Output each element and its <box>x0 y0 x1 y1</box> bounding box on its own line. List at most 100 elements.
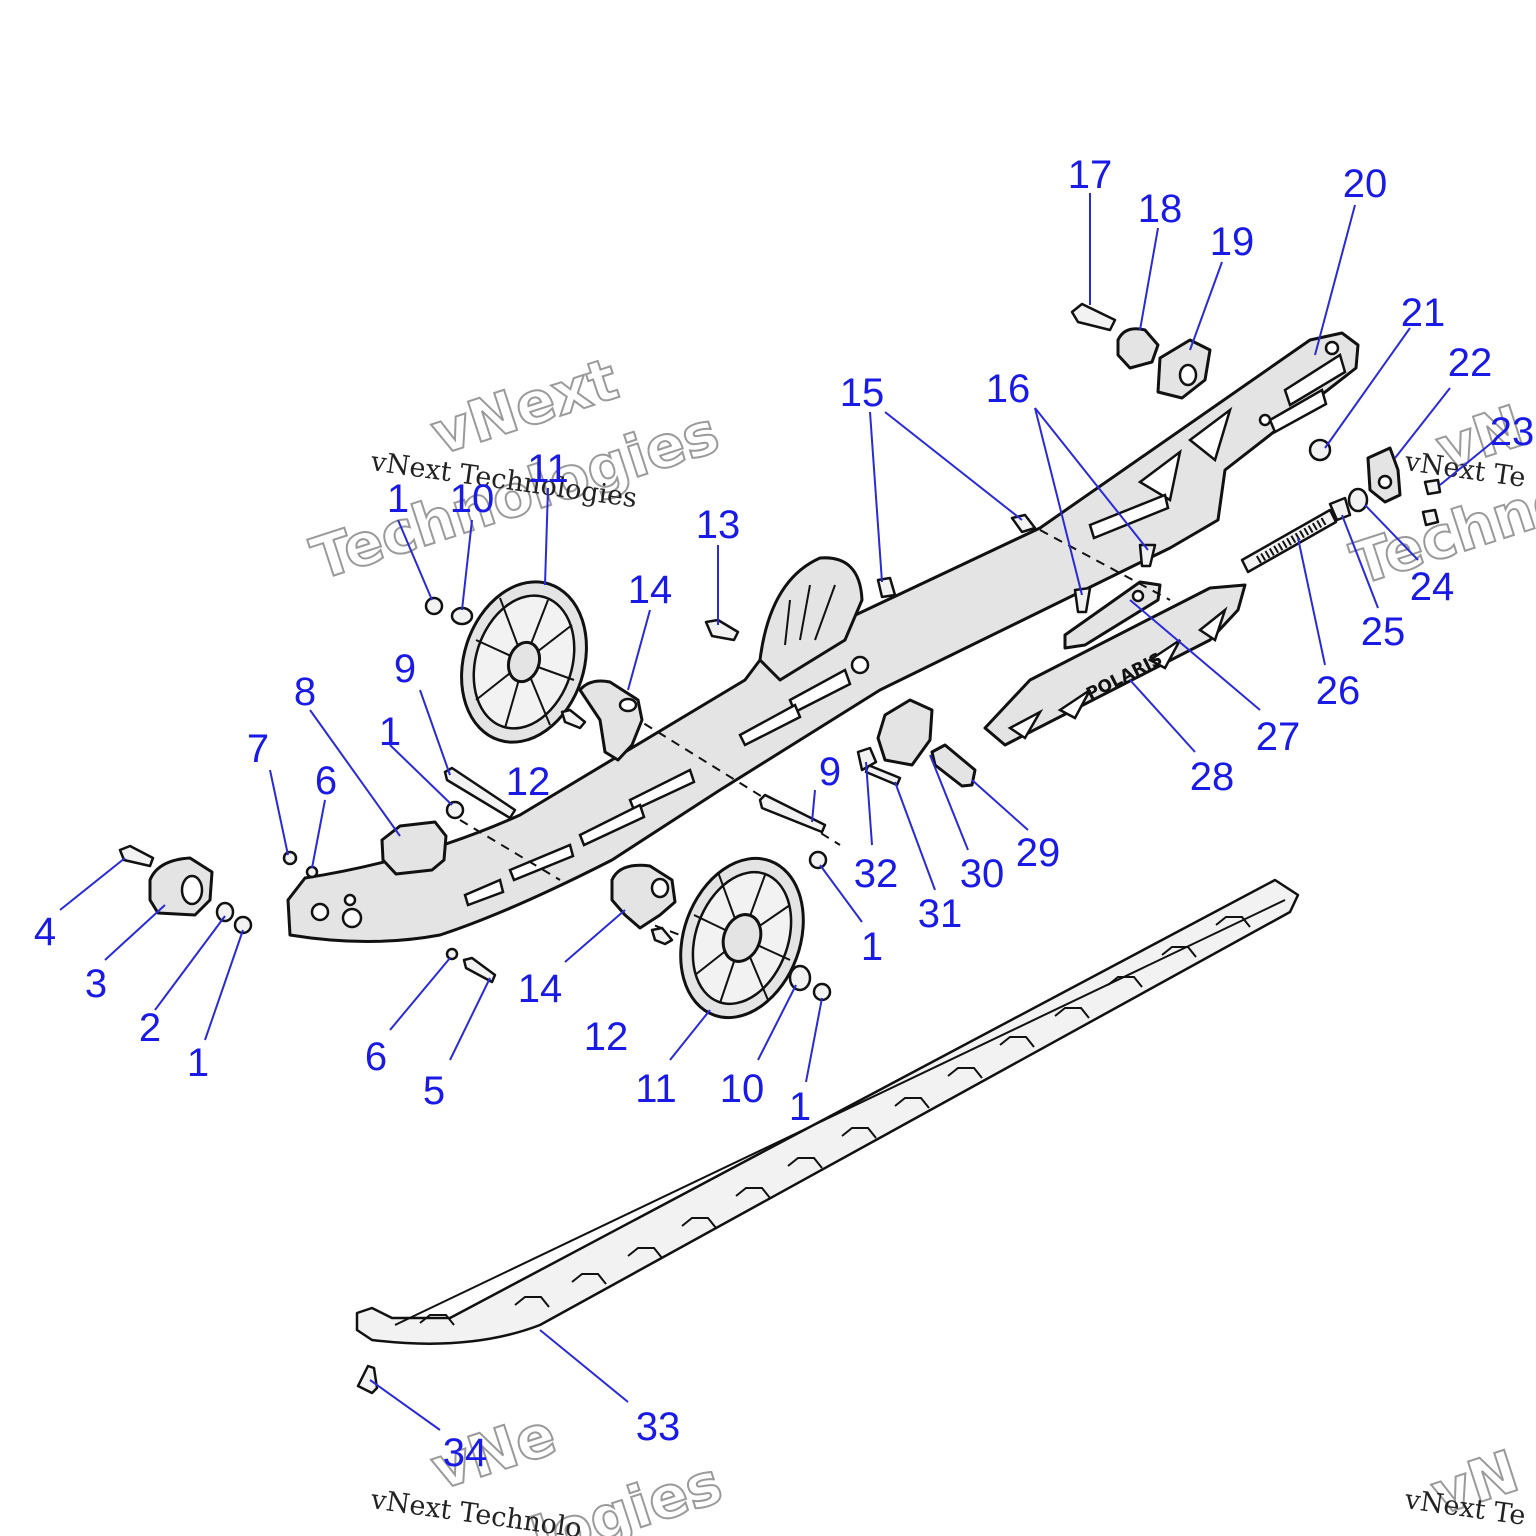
callout-10-lower: 10 <box>720 1067 765 1111</box>
callout-12-lower: 12 <box>584 1015 629 1059</box>
part-20-slot-b <box>1268 388 1328 434</box>
part-31-shaft <box>864 763 902 787</box>
leader-20 <box>1314 204 1356 356</box>
part-20-slot-h <box>628 768 696 812</box>
part-28-cut-c <box>1147 638 1182 670</box>
callout-27: 27 <box>1256 715 1301 759</box>
part-2-washer <box>215 901 235 923</box>
callout-1-d: 1 <box>789 1085 811 1129</box>
leader-34 <box>369 1379 441 1431</box>
part-18-spacer <box>1116 327 1160 370</box>
callout-1-c: 1 <box>861 925 883 969</box>
callout-33: 33 <box>636 1405 681 1449</box>
part-20-slot-k <box>463 878 505 907</box>
leader-21 <box>1324 327 1411 449</box>
leader-10b <box>757 984 797 1061</box>
part-16-pin-a <box>1073 586 1092 614</box>
leader-23 <box>1439 439 1496 486</box>
part-25-washer <box>1328 496 1352 522</box>
leader-15b <box>884 411 1023 521</box>
callout-6-a: 6 <box>315 759 337 803</box>
fasteners <box>118 302 1442 1002</box>
part-32-clip <box>856 746 878 772</box>
part-24-spacer <box>1347 487 1369 513</box>
part-19-bore <box>1178 363 1198 387</box>
part-26-thread <box>1255 516 1329 564</box>
leader-14b <box>564 909 626 963</box>
callout-1-e: 1 <box>187 1041 209 1085</box>
part-1-nut-a <box>424 596 444 616</box>
part-6-washer-a <box>305 865 319 879</box>
callout-7: 7 <box>247 727 269 771</box>
callout-24: 24 <box>1410 565 1455 609</box>
leader-16b <box>1034 407 1149 551</box>
part-12-bolt-b <box>650 926 674 946</box>
part-23-bolt-b <box>1421 508 1440 527</box>
part-33-ski-runner <box>355 878 1300 1345</box>
leader-9b <box>811 789 816 823</box>
part-20-slot-a <box>1283 353 1347 407</box>
part-22-hole <box>1377 474 1393 490</box>
part-20-slot-e <box>1088 493 1170 540</box>
leader-2 <box>154 915 226 1011</box>
callout-2: 2 <box>139 1006 161 1050</box>
leader-25 <box>1341 514 1379 609</box>
leader-6a <box>311 799 326 869</box>
callout-1-a: 1 <box>387 477 409 521</box>
part-11-upper-wheel <box>460 580 588 744</box>
leader-8 <box>309 709 401 837</box>
part-33-teeth <box>419 916 1251 1326</box>
part-1-nut-b <box>445 800 465 820</box>
part-20-slot-j <box>508 843 575 882</box>
leader-11a <box>544 487 549 586</box>
part-20-slot-g <box>738 703 802 747</box>
part-6-washer-b <box>445 947 459 961</box>
part-14-lower-bore <box>650 877 670 899</box>
leader-1d <box>805 997 823 1083</box>
callout-25: 25 <box>1361 610 1406 654</box>
part-33-ridge-line <box>394 899 1286 1326</box>
part-30-pivot-block <box>876 698 934 767</box>
callout-9-b: 9 <box>819 750 841 794</box>
callout-6-b: 6 <box>365 1035 387 1079</box>
part-3-bore <box>180 874 204 906</box>
part-11-lower-wheel <box>679 856 805 1020</box>
callout-11-lower: 11 <box>635 1067 677 1111</box>
callout-21: 21 <box>1401 291 1446 335</box>
leader-32 <box>865 761 873 846</box>
callout-23: 23 <box>1490 410 1535 454</box>
leader-7 <box>269 769 289 856</box>
part-29-pivot-pin <box>930 743 977 788</box>
callout-17: 17 <box>1068 153 1113 197</box>
part-14-upper-bore <box>618 697 638 713</box>
leader-19 <box>1189 261 1223 351</box>
leader-1b <box>389 744 453 806</box>
leader-18 <box>1139 227 1159 331</box>
part-28-cut-a <box>1007 708 1044 740</box>
part-28-cut-d <box>1197 606 1228 642</box>
part-20-hole-b <box>341 907 363 929</box>
leader-3 <box>104 904 166 961</box>
leader-11b <box>669 1009 711 1061</box>
callout-15: 15 <box>840 371 885 415</box>
leader-1e <box>204 929 244 1041</box>
leader-26 <box>1297 537 1326 666</box>
callout-20: 20 <box>1343 162 1388 206</box>
part-10-washer-a <box>450 606 474 626</box>
part-20-hole-e <box>1324 340 1340 356</box>
callout-12-upper: 12 <box>506 760 551 804</box>
part-14-lower-mount <box>610 863 677 930</box>
leader-27 <box>1129 599 1261 711</box>
part-20-hole-f <box>1258 413 1272 427</box>
part-15-bolt-b <box>876 576 897 599</box>
part-10-washer-b <box>788 964 812 992</box>
part-23-bolt-a <box>1423 478 1442 496</box>
callout-1-b: 1 <box>379 710 401 754</box>
callout-26: 26 <box>1316 669 1361 713</box>
part-5-bolt <box>462 956 497 984</box>
assembly-line-c <box>459 819 561 881</box>
callout-3: 3 <box>85 962 107 1006</box>
leader-16a <box>1034 407 1083 596</box>
leader-14a <box>627 609 651 691</box>
